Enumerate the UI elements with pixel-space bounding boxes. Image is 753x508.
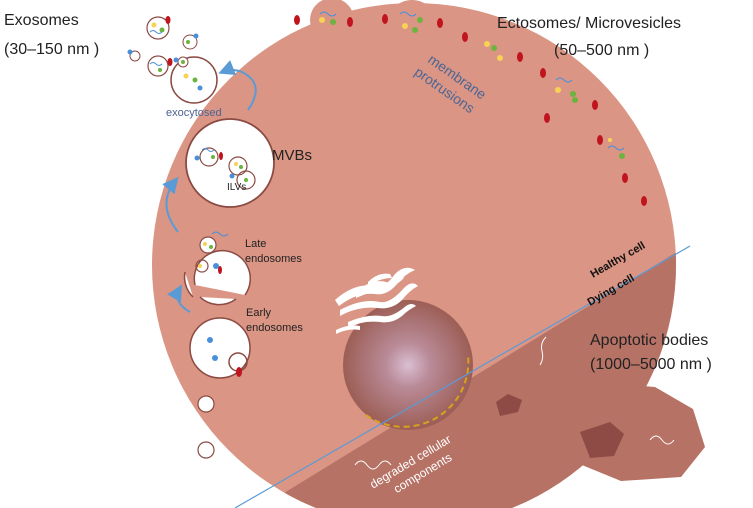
ectosomes-size: (50–500 nm ) [554,42,649,59]
nucleus [343,300,473,430]
nucleus-degradation-dashed-line [365,354,470,428]
early-endosomes-line1: Early [246,307,272,319]
exosomes-title: Exosomes [4,12,79,29]
membrane-proteins [294,14,647,206]
exosomes-size: (30–150 nm ) [4,41,99,58]
late-endosome [183,231,252,306]
healthy-dying-boundary [234,245,691,508]
mvb [185,118,275,208]
golgi-apparatus [335,267,418,334]
pathway-arrows [162,60,257,313]
arrow-late-to-mvb [162,176,179,233]
degraded-squiggles [354,336,547,470]
early-endosome [189,317,251,379]
apoptotic-bodies-title: Apoptotic bodies [590,332,708,349]
ilvs-label: ILVs [227,182,246,193]
late-endosomes-line1: Late [245,238,266,250]
bud-cargo [319,11,625,159]
exocytosed-label: exocytosed [166,107,222,119]
small-vesicles [192,395,220,464]
late-endosomes-line2: endosomes [245,253,302,265]
released-exosomes [127,16,199,77]
apoptotic-bodies-size: (1000–5000 nm ) [590,356,712,373]
arrow-mvb-to-exocytosis [218,60,257,111]
arrow-early-to-late [167,284,191,313]
apoptotic-body-large [561,383,705,481]
early-endosomes-line2: endosomes [246,322,303,334]
microvesicle-buds [310,0,642,176]
mvbs-label: MVBs [272,147,312,164]
exocytosis-site [170,56,218,104]
apoptotic-body-small [496,376,560,428]
ectosomes-title: Ectosomes/ Microvesicles [497,15,681,32]
